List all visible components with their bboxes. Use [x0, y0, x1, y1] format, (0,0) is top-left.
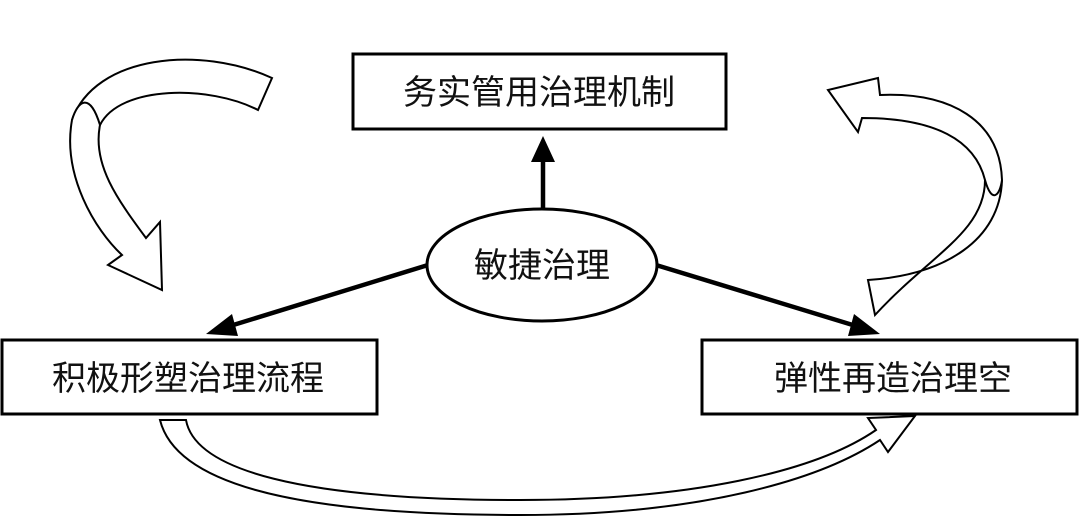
node-center-label: 敏捷治理 — [474, 246, 610, 286]
node-right: 弹性再造治理空 — [700, 338, 1079, 416]
connector-to-top — [531, 136, 555, 210]
node-right-label: 弹性再造治理空 — [774, 359, 1012, 399]
connector-to-left — [206, 262, 429, 336]
right-cycle-arrow — [826, 76, 1004, 318]
node-top: 务实管用治理机制 — [351, 52, 728, 131]
node-top-label: 务实管用治理机制 — [403, 73, 675, 113]
node-left: 积极形塑治理流程 — [0, 338, 379, 416]
connector-to-right — [655, 262, 880, 336]
left-cycle-arrow — [69, 58, 274, 292]
bottom-cycle-arrow — [158, 414, 918, 517]
node-left-label: 积极形塑治理流程 — [52, 359, 324, 399]
node-center: 敏捷治理 — [425, 207, 659, 323]
